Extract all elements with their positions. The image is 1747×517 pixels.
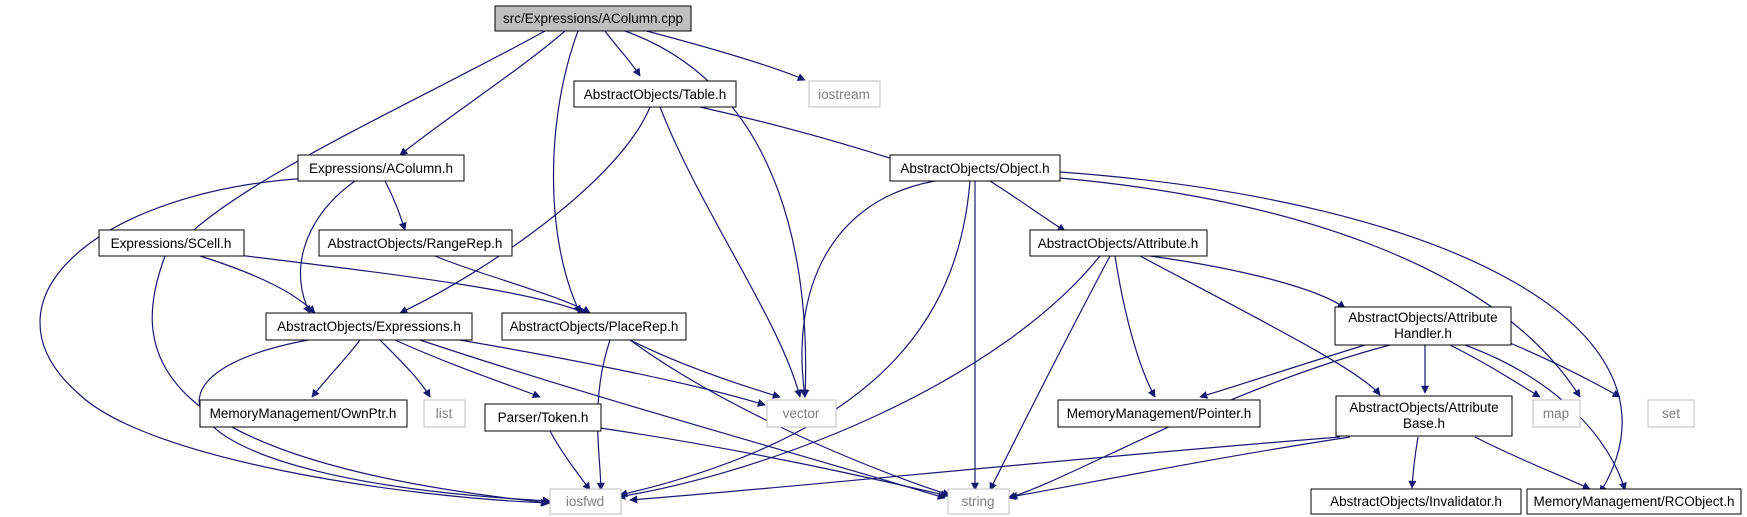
node-scell-h[interactable]: Expressions/SCell.h [98,229,245,257]
edge-attrbase-rcobject [1474,436,1591,490]
edge-object-set [1059,177,1581,398]
edge-scell-expressions [199,255,316,314]
node-token-h[interactable]: Parser/Token.h [484,403,602,432]
node-label: AbstractObjects/PlaceRep.h [510,319,679,334]
edge-expressions-list [379,339,431,398]
node-label: Expressions/SCell.h [111,236,232,251]
edge-token-iosfwd [549,430,591,491]
edge-object-rcobject [1059,171,1623,494]
node-label-line-2: Handler.h [1394,326,1452,341]
edge-attrhandler-set [1509,342,1621,398]
node-invalidator-h[interactable]: AbstractObjects/Invalidator.h [1310,488,1522,515]
edge-token-string [599,427,949,499]
node-label: AbstractObjects/Table.h [584,87,727,102]
node-label: vector [783,406,820,421]
node-label: AbstractObjects/Object.h [900,161,1049,176]
edge-scell-iosfwd [151,255,551,507]
node-table-h[interactable]: AbstractObjects/Table.h [573,80,737,108]
edge-placerep-vector [629,339,781,399]
node-label: MemoryManagement/OwnPtr.h [210,406,397,421]
node-label-line-1: AbstractObjects/Attribute [1349,400,1498,415]
edge-table-expressions [399,106,651,314]
edge-attrbase-invalidator [1408,436,1419,489]
edge-expressions-ownptr [311,339,361,398]
edge-attribute-iosfwd [617,255,1101,500]
edge-attrbase-string [1009,436,1351,500]
node-attribute-base-h[interactable]: AbstractObjects/Attribute Base.h [1335,395,1513,437]
edge-table-object [699,106,906,165]
edge-attribute-string [989,255,1111,491]
edge-acolumncpp-scellh [184,30,546,239]
edge-attrhandler-pointer [1199,344,1366,399]
edge-object-attribute [989,180,1066,232]
edge-attribute-pointer [1114,255,1156,398]
node-object-h[interactable]: AbstractObjects/Object.h [889,154,1061,182]
edge-attrhandler-string [1007,344,1391,500]
edge-acolumnh-rangerep [384,180,407,231]
node-iosfwd[interactable]: iosfwd [549,488,622,515]
node-acolumn-cpp[interactable]: src/Expressions/AColumn.cpp [494,5,692,32]
node-label: Parser/Token.h [498,410,589,425]
node-label: list [436,406,453,421]
node-rcobject-h[interactable]: MemoryManagement/RCObject.h [1526,488,1742,515]
edge-expressions-vector [429,334,766,407]
node-set[interactable]: set [1647,399,1695,428]
node-label: Expressions/AColumn.h [309,161,453,176]
edge-expressions-string [419,339,946,500]
node-pointer-h[interactable]: MemoryManagement/Pointer.h [1057,399,1261,428]
node-label: map [1543,406,1569,421]
node-label-line-2: Base.h [1403,416,1445,431]
node-label: string [961,494,994,509]
node-string[interactable]: string [947,488,1010,515]
node-label: AbstractObjects/RangeRep.h [328,236,503,251]
edge-rangerep-placerep [434,255,591,314]
edge-acolumncpp-table [604,30,641,77]
node-label: AbstractObjects/Expressions.h [277,319,461,334]
edge-attrbase-iosfwd [629,436,1341,504]
node-map[interactable]: map [1532,399,1581,428]
edge-acolumnh-iosfwd [39,177,549,507]
node-label: set [1662,406,1680,421]
edge-expressions-token [394,339,541,399]
node-attribute-h[interactable]: AbstractObjects/Attribute.h [1029,229,1208,257]
node-label: MemoryManagement/Pointer.h [1067,406,1252,421]
edge-acolumnh-expressions [299,180,356,314]
edge-attribute-attrbase [1139,255,1381,396]
node-ownptr-h[interactable]: MemoryManagement/OwnPtr.h [199,399,408,428]
node-label: iostream [818,87,870,102]
edge-acolumncpp-iostream [634,27,806,81]
node-rangerep-h[interactable]: AbstractObjects/RangeRep.h [318,229,513,257]
node-label: src/Expressions/AColumn.cpp [503,11,683,26]
edge-acolumncpp-acolumnh [399,30,566,156]
edge-object-vector [800,180,936,398]
edge-scell-placerep [229,253,586,314]
edge-attrhandler-map [1449,344,1541,398]
node-acolumn-h[interactable]: Expressions/AColumn.h [297,154,465,182]
node-placerep-h[interactable]: AbstractObjects/PlaceRep.h [501,312,687,341]
node-list[interactable]: list [423,399,466,428]
node-vector[interactable]: vector [766,399,837,428]
edge-placerep-string [629,339,951,497]
edge-acolumncpp-placerep [552,30,581,314]
node-expressions-h[interactable]: AbstractObjects/Expressions.h [265,312,473,341]
edge-attribute-attrhandler [1149,255,1346,309]
node-label: MemoryManagement/RCObject.h [1533,494,1734,509]
node-label: AbstractObjects/Attribute.h [1038,236,1199,251]
edge-acolumncpp-vector [624,30,810,398]
edge-table-vector [659,106,803,398]
node-iostream[interactable]: iostream [808,80,881,108]
node-label: AbstractObjects/Invalidator.h [1330,494,1502,509]
node-label: iosfwd [566,494,604,509]
node-label-line-1: AbstractObjects/Attribute [1348,310,1497,325]
node-attribute-handler-h[interactable]: AbstractObjects/Attribute Handler.h [1334,306,1512,346]
edge-object-iosfwd [619,180,971,498]
